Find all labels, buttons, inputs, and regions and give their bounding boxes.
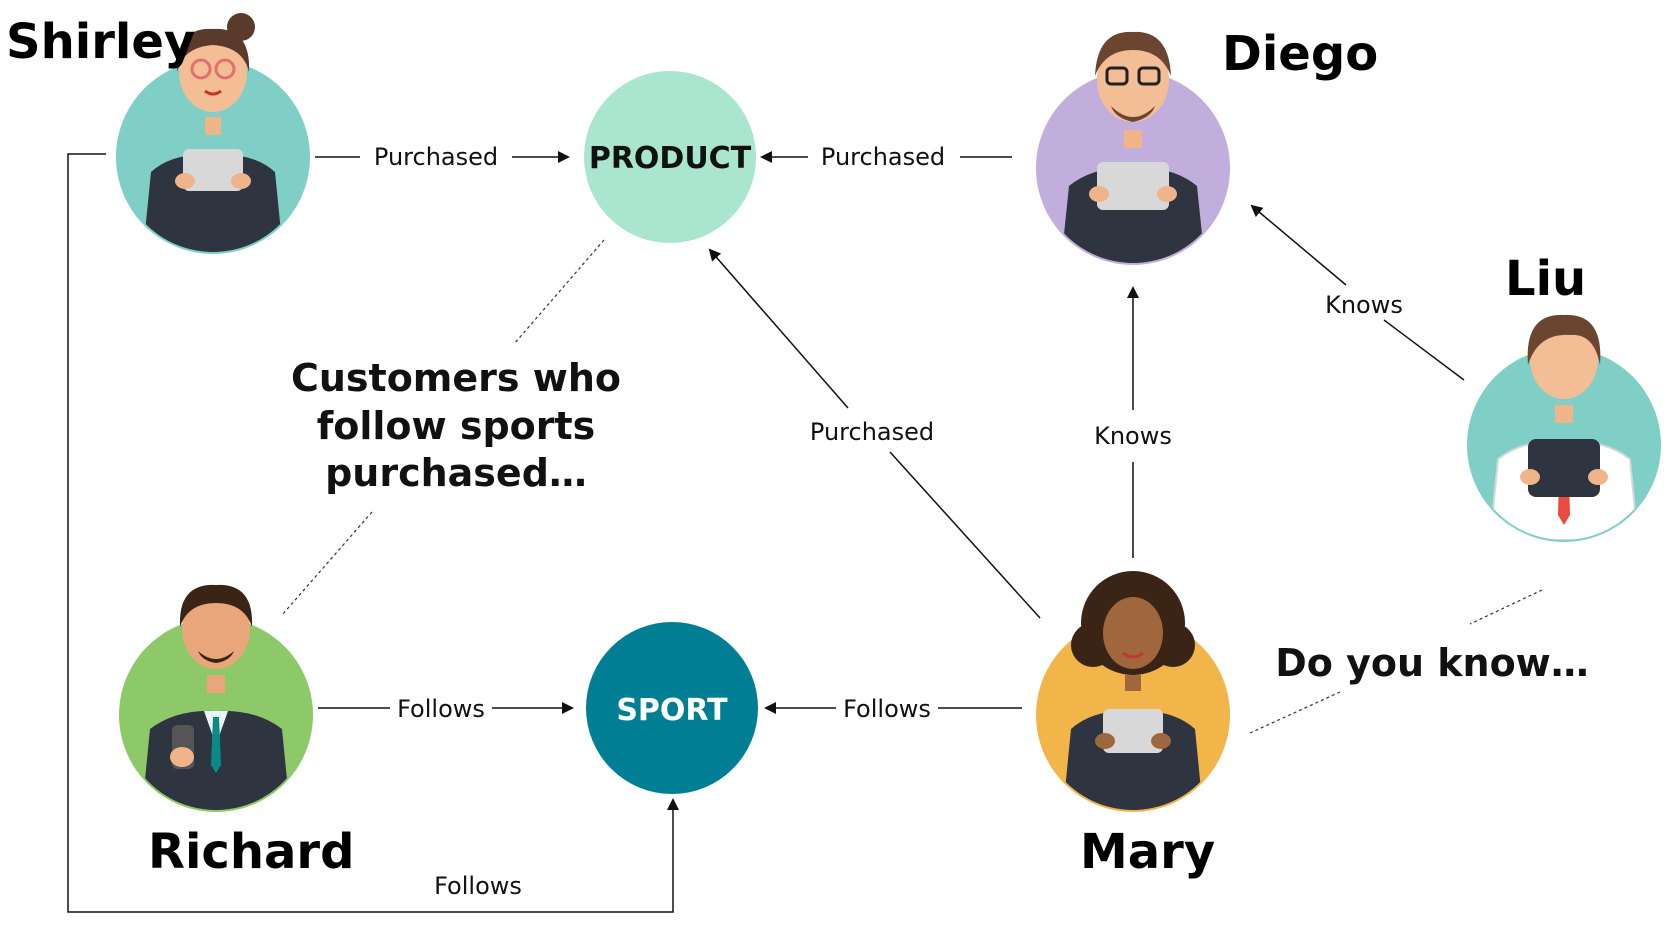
customers-callout: Customers who follow sports purchased… (290, 356, 622, 495)
edge-diego-product: Purchased (760, 143, 1012, 171)
shirley-name: Shirley (6, 14, 196, 70)
edge-mary-sport: Follows (764, 695, 1022, 723)
edge-label-mary-product: Purchased (810, 418, 934, 446)
mary-name: Mary (1080, 824, 1216, 880)
edge-label-mary-diego: Knows (1094, 422, 1172, 450)
do-you-know-callout: Do you know… (1275, 641, 1589, 685)
edge-liu-diego: Knows (1250, 204, 1465, 381)
diego-name: Diego (1222, 26, 1379, 82)
edge-label-shirley-product: Purchased (374, 143, 498, 171)
edge-mary-product: Purchased (708, 248, 1041, 619)
liu-avatar (1467, 314, 1661, 542)
edge-shirley-sport: Follows (67, 153, 679, 913)
edge-label-diego-product: Purchased (821, 143, 945, 171)
edge-mary-diego: Knows (1094, 286, 1172, 558)
callout-leader-liu (1469, 589, 1543, 625)
callout-leader-richard (281, 511, 373, 616)
sport-node: SPORT (586, 622, 758, 794)
edge-label-richard-sport: Follows (397, 695, 485, 723)
product-node: PRODUCT (584, 71, 756, 243)
sport-label: SPORT (616, 693, 728, 728)
richard-avatar (119, 584, 313, 812)
edge-shirley-product: Purchased (315, 143, 570, 171)
edge-label-liu-diego: Knows (1325, 291, 1403, 319)
callout-leader-mary (1249, 691, 1341, 734)
richard-name: Richard (148, 824, 355, 880)
diego-avatar (1036, 31, 1230, 265)
liu-name: Liu (1505, 251, 1587, 307)
edge-label-mary-sport: Follows (843, 695, 931, 723)
product-label: PRODUCT (589, 141, 752, 176)
edge-richard-sport: Follows (318, 695, 574, 723)
callout-leader-product (513, 239, 605, 345)
mary-avatar (1036, 571, 1230, 812)
shirley-avatar (116, 13, 310, 254)
edge-label-shirley-sport: Follows (434, 872, 522, 900)
